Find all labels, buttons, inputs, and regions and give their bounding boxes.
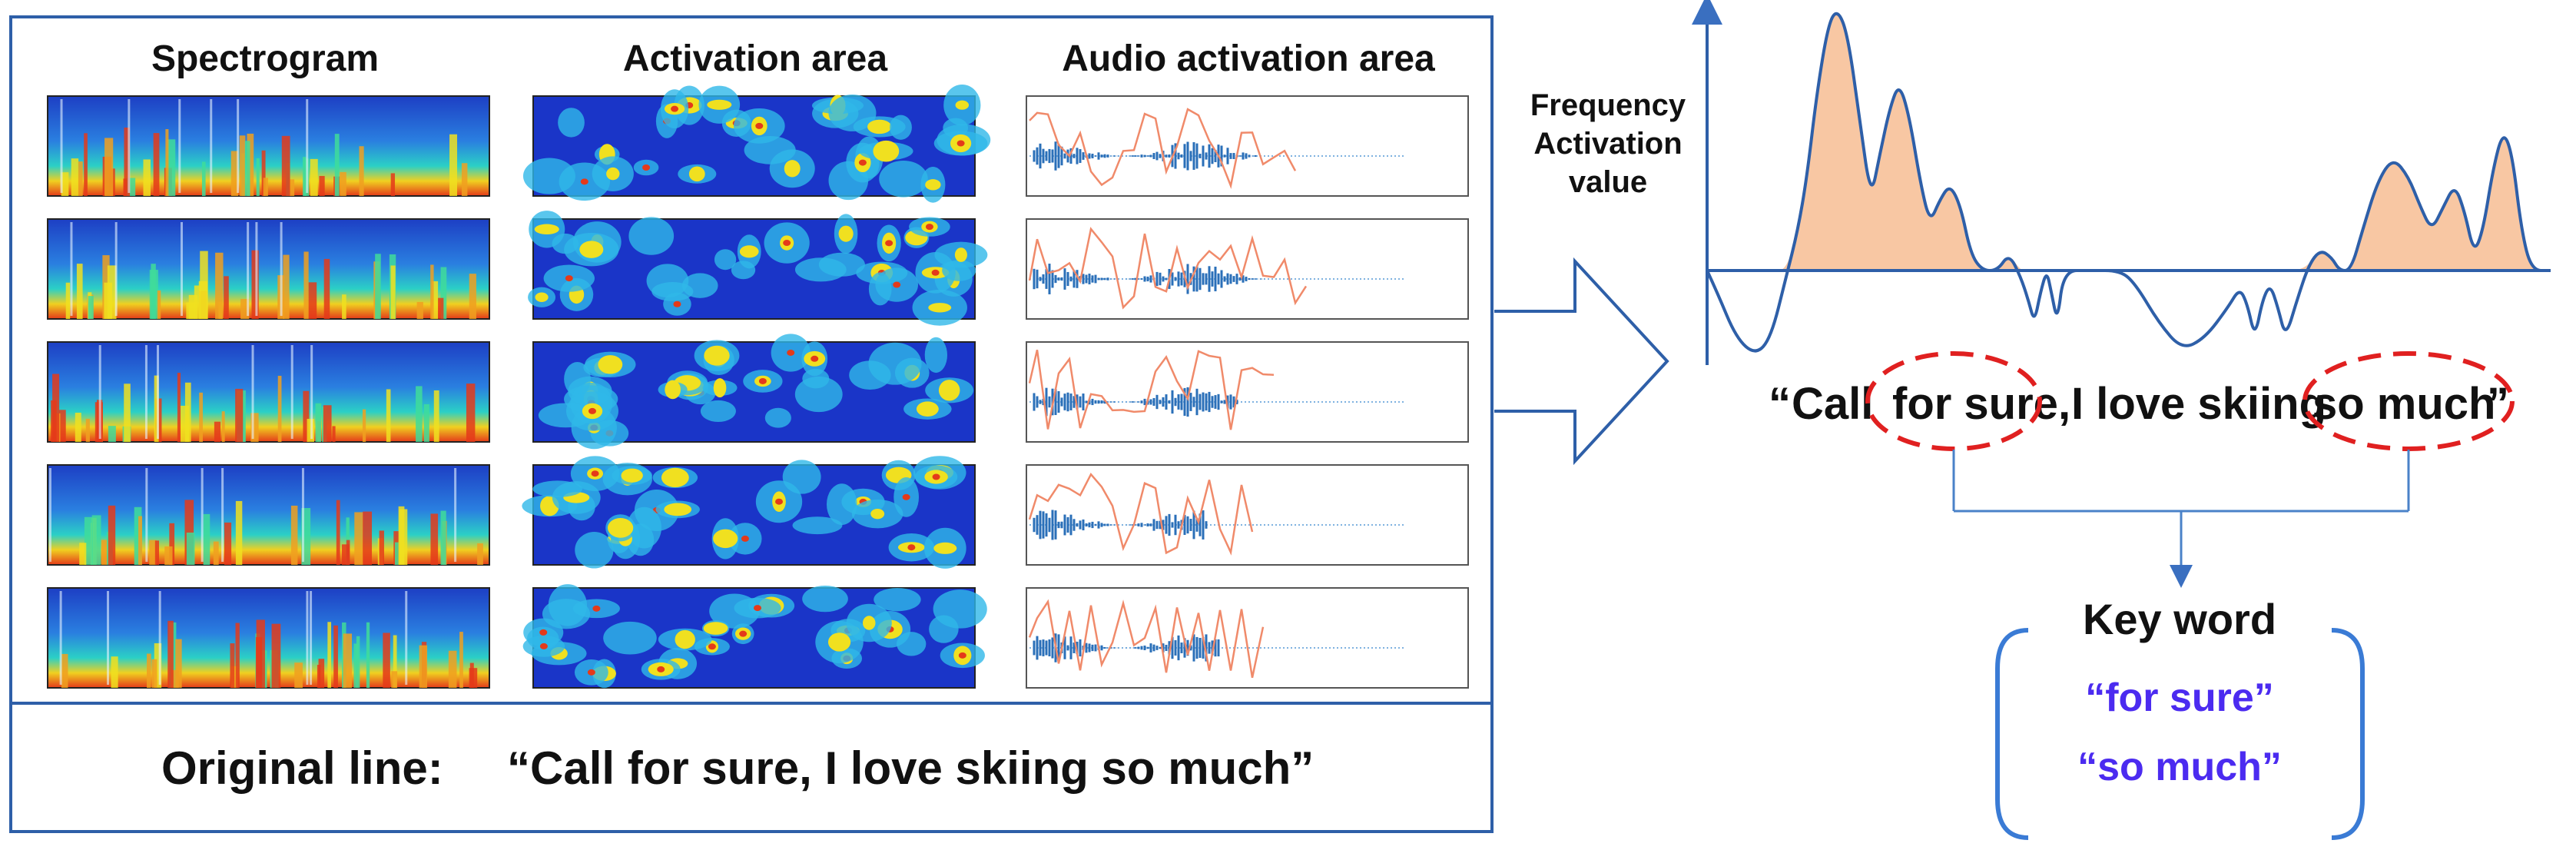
- activation-area-header: Activation area: [623, 38, 887, 79]
- audio-activation-plot: [1026, 341, 1469, 443]
- sentence-keyword-for-sure: for sure,: [1892, 379, 2070, 429]
- audio-activation-plot: [1026, 95, 1469, 197]
- keyword-title: Key word: [2083, 595, 2276, 643]
- keyword-box: Key word “for sure” “so much”: [1995, 595, 2365, 840]
- frequency-activation-chart: Frequency Activation value: [1530, 0, 2551, 365]
- sentence-word-call: Call: [1792, 379, 1873, 429]
- audio-activation-area-header: Audio activation area: [1062, 38, 1435, 79]
- y-axis-label-line1: Frequency: [1530, 88, 1686, 122]
- audio-activation-plot: [1026, 464, 1469, 566]
- spectrogram-thumbnail: [47, 587, 490, 689]
- spectrogram-thumbnail: [47, 464, 490, 566]
- activation-heatmap-thumbnail: [522, 85, 991, 203]
- keyword-connector: [1952, 450, 2410, 588]
- highlight-ellipse-so-much: [2302, 351, 2515, 451]
- audio-activation-column: [1026, 95, 1469, 689]
- sentence-middle: I love skiing: [2071, 379, 2326, 429]
- spectrogram-thumbnail: [47, 95, 490, 197]
- activation-heatmap-thumbnail: [528, 211, 988, 326]
- highlight-ellipse-for-sure: [1865, 351, 2042, 451]
- spectrogram-header: Spectrogram: [151, 38, 379, 79]
- analyzed-sentence: “ Call for sure, I love skiing so much ”: [1769, 379, 2509, 429]
- original-line-text: “Call for sure, I love skiing so much”: [507, 742, 1314, 794]
- transition-arrow: [1494, 257, 1669, 466]
- activation-fill: [1707, 13, 2551, 271]
- y-axis-label-line2: Activation: [1533, 127, 1682, 161]
- y-axis-label-line3: value: [1569, 165, 1647, 199]
- audio-activation-plot: [1026, 587, 1469, 689]
- left-bracket: [1995, 628, 2029, 840]
- sentence-keyword-so-much: so much: [2312, 379, 2496, 429]
- spectrogram-column: [47, 95, 490, 689]
- left-panel-frame: [9, 15, 1494, 833]
- spectrogram-thumbnail: [47, 341, 490, 443]
- activation-column: [522, 85, 991, 689]
- keyword-item-so-much: “so much”: [2077, 745, 2282, 789]
- activation-heatmap-thumbnail: [532, 334, 976, 450]
- activation-heatmap-thumbnail: [522, 584, 987, 689]
- keyword-item-for-sure: “for sure”: [2085, 676, 2274, 720]
- audio-activation-plot: [1026, 218, 1469, 320]
- sentence-open-quote: “: [1769, 379, 1791, 429]
- activation-heatmap-thumbnail: [522, 456, 976, 569]
- original-line-label: Original line:: [161, 742, 443, 794]
- spectrogram-thumbnail: [47, 218, 490, 320]
- right-bracket: [2331, 628, 2365, 840]
